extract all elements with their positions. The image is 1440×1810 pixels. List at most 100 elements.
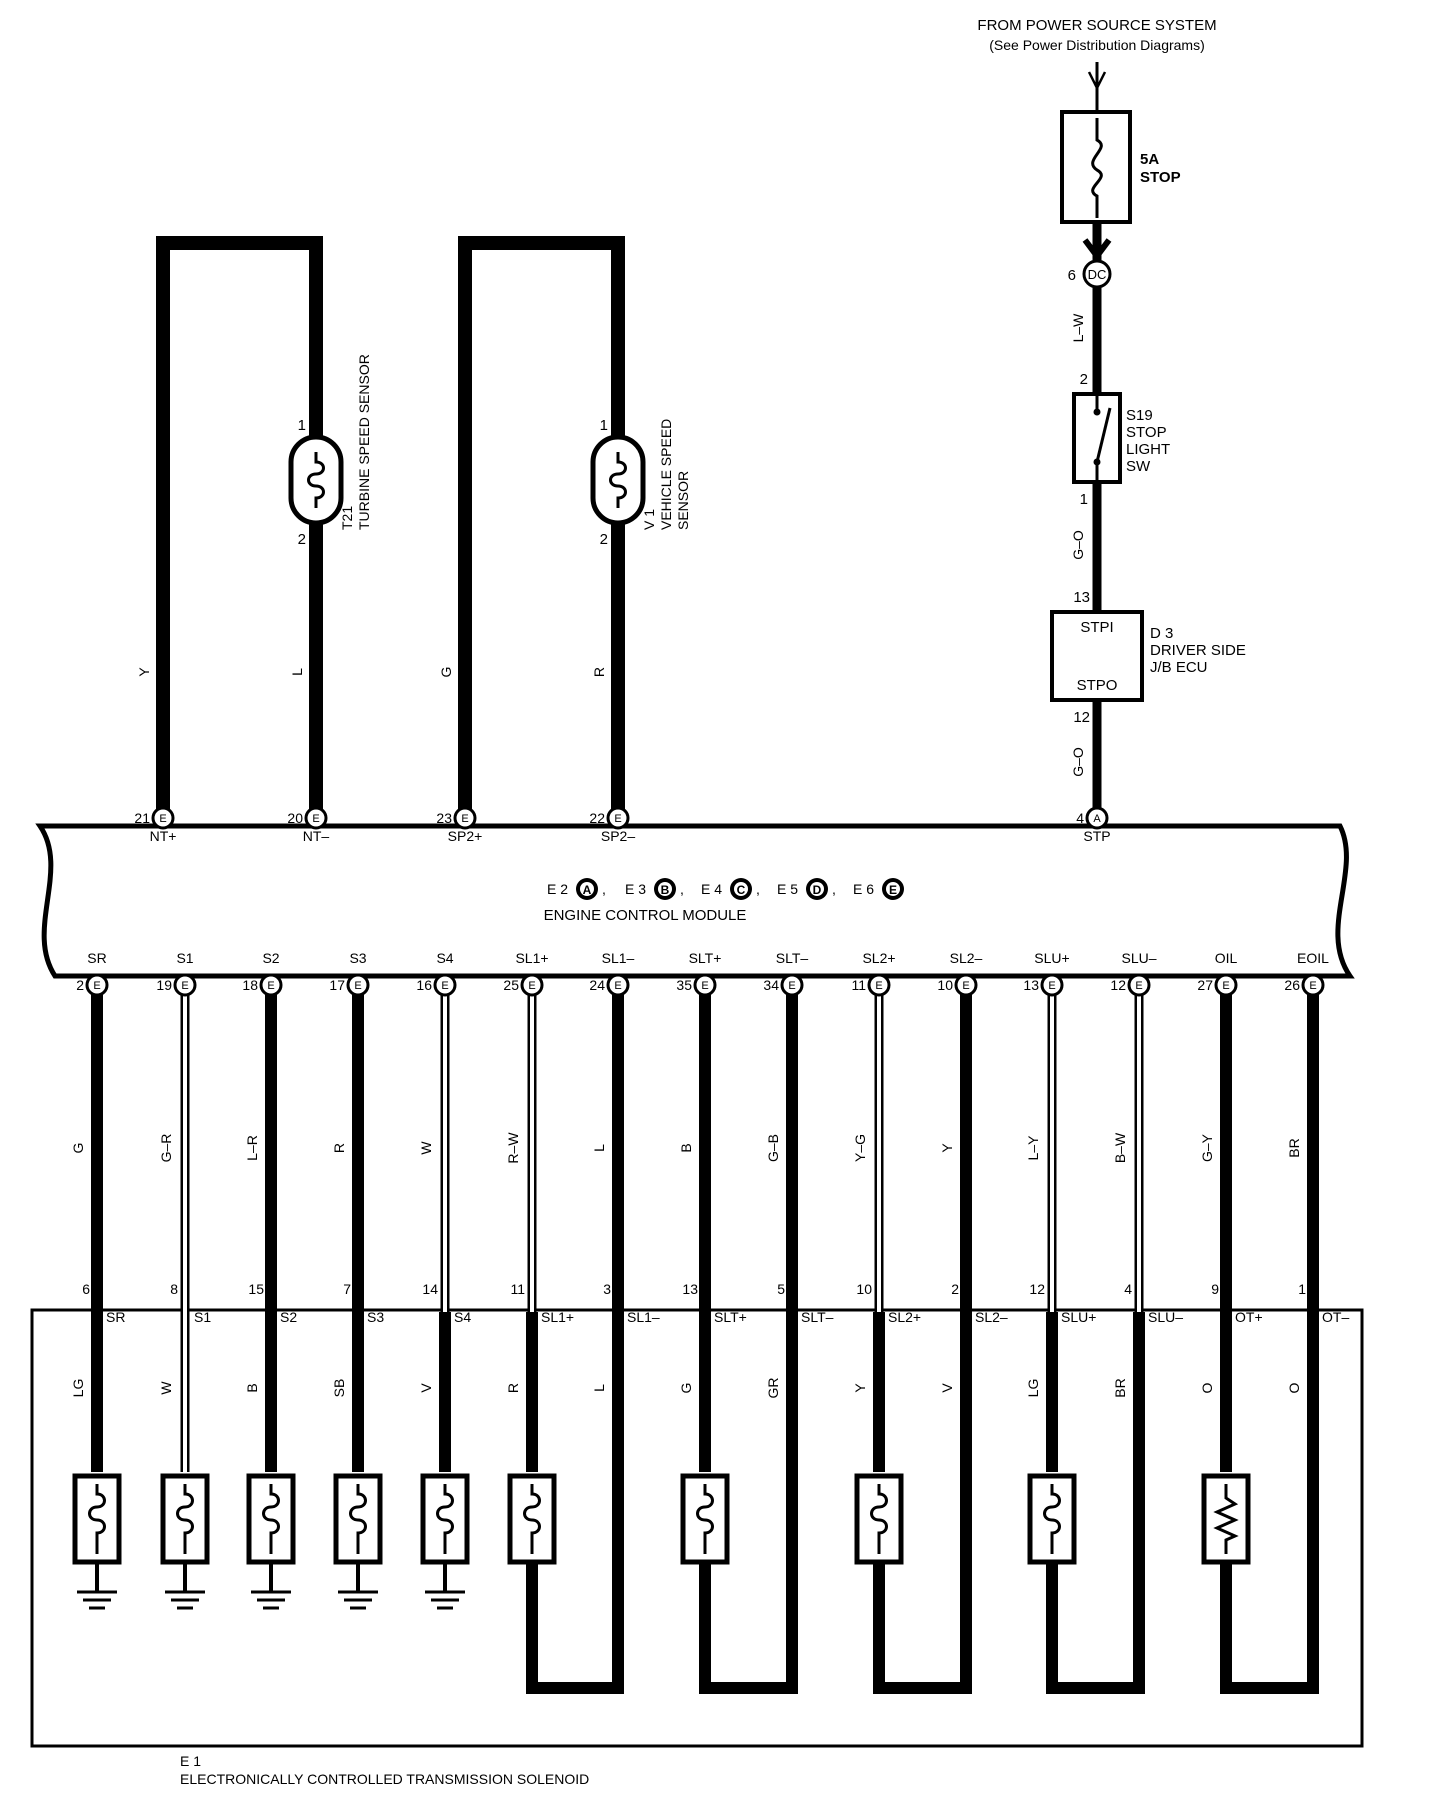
solenoid-pin-number: 2 — [951, 1281, 959, 1297]
switch-id: S19 — [1126, 407, 1153, 424]
solenoid-pin-label: S3 — [367, 1309, 384, 1325]
pin-signal: SP2– — [601, 828, 635, 844]
pin-connector-letter: E — [1309, 980, 1316, 992]
wire-color: W — [158, 1381, 174, 1395]
pin-signal: OIL — [1215, 950, 1238, 966]
wire-color: G–R — [158, 1134, 174, 1163]
wire-color: BR — [1286, 1138, 1302, 1157]
fuse-rating: 5A — [1140, 151, 1159, 168]
pin-connector-icon — [85, 973, 109, 997]
pin-signal: SLT– — [776, 950, 809, 966]
jb-ecu-out-label: STPO — [1077, 677, 1118, 694]
pin-connector-icon — [1301, 973, 1325, 997]
solenoid-pin-number: 12 — [1029, 1281, 1045, 1297]
pin-number: 20 — [287, 810, 303, 826]
pin-connector-letter: E — [461, 813, 468, 825]
wire-color: L–R — [244, 1135, 260, 1161]
wire-color: L — [289, 668, 305, 676]
source-label: FROM POWER SOURCE SYSTEM — [977, 17, 1216, 34]
solenoid-pin-number: 14 — [422, 1281, 438, 1297]
ecm-connector-letter: C — [737, 883, 746, 897]
solenoid-pin-label: S4 — [454, 1309, 471, 1325]
source-sublabel: (See Power Distribution Diagrams) — [989, 37, 1205, 53]
pin-connector-icon — [151, 806, 175, 830]
svg-text:,: , — [832, 881, 836, 897]
pin-connector-letter: E — [441, 980, 448, 992]
sensor-coil-icon — [609, 452, 627, 508]
switch-name-1: STOP — [1126, 424, 1167, 441]
pin-signal: SL2+ — [862, 950, 895, 966]
turbine-sensor-loop — [156, 236, 323, 818]
pin-connector-icon — [433, 973, 457, 997]
switch-name-3: SW — [1126, 458, 1151, 475]
wire-color: O — [1286, 1382, 1302, 1393]
wire-color: L — [591, 1144, 607, 1152]
solenoid-pin-number: 8 — [170, 1281, 178, 1297]
pin-signal: SLU+ — [1034, 950, 1069, 966]
solenoid-pin-label: SLT+ — [714, 1309, 747, 1325]
resistor-icon — [1213, 1484, 1239, 1554]
pin-signal: STP — [1083, 828, 1110, 844]
pin-signal: S3 — [349, 950, 366, 966]
pin-number: 17 — [329, 977, 345, 993]
pin-connector-letter: E — [181, 980, 188, 992]
pin-number: 24 — [589, 977, 605, 993]
pin-number: 12 — [1110, 977, 1126, 993]
wire-color: R — [591, 667, 607, 677]
pin-connector-icon — [346, 973, 370, 997]
solenoid-pin-label: SLT– — [801, 1309, 834, 1325]
wire-color: G — [678, 1383, 694, 1394]
pin-connector-letter: E — [1222, 980, 1229, 992]
solenoid-pin-number: 15 — [248, 1281, 264, 1297]
solenoid-pin-number: 9 — [1211, 1281, 1219, 1297]
wire-color: G–O — [1070, 747, 1086, 777]
solenoid-pin-label: OT– — [1322, 1309, 1349, 1325]
jb-ecu-name-2: J/B ECU — [1150, 659, 1208, 676]
ecm-connector-letter: D — [813, 883, 822, 897]
wire-color: Y — [852, 1383, 868, 1393]
pin-signal: SLU– — [1121, 950, 1156, 966]
pin-number: 23 — [436, 810, 452, 826]
pin-signal: S1 — [176, 950, 193, 966]
pin-signal: SL1– — [602, 950, 635, 966]
wire-color: Y — [136, 667, 152, 677]
pin-connector-letter: E — [1135, 980, 1142, 992]
ground-icon — [338, 1590, 378, 1610]
pin-connector-icon — [867, 973, 891, 997]
pin-signal: S4 — [436, 950, 453, 966]
wire-color: B — [244, 1383, 260, 1392]
pin-number: 11 — [851, 977, 866, 993]
pin-signal: EOIL — [1297, 950, 1329, 966]
solenoid-pin-label: SR — [106, 1309, 125, 1325]
vehicle-speed-sensor — [590, 434, 646, 526]
wire-color: Y — [939, 1143, 955, 1153]
solenoid-pin-number: 5 — [777, 1281, 785, 1297]
wire-color: L–Y — [1025, 1135, 1041, 1161]
pin-number: 16 — [416, 977, 432, 993]
turbine-speed-sensor — [288, 434, 344, 526]
pin-connector-letter: E — [614, 813, 621, 825]
pin-connector-letter: E — [1048, 980, 1055, 992]
wire-color: SB — [331, 1379, 347, 1398]
solenoid-pin-label: SL2+ — [888, 1309, 921, 1325]
fuse-name: STOP — [1140, 169, 1181, 186]
pin-signal: S2 — [262, 950, 279, 966]
pin-number: 2 — [76, 977, 84, 993]
wire-color: W — [418, 1141, 434, 1155]
pin-connector-icon — [780, 973, 804, 997]
vehicle-sensor-name-2: SENSOR — [675, 471, 691, 530]
turbine-pin1: 1 — [298, 417, 306, 434]
pin-connector-icon — [954, 973, 978, 997]
pin-connector-icon — [1040, 973, 1064, 997]
wire-color: BR — [1112, 1378, 1128, 1397]
ecm-bottom-columns: SRE2G6SRLGS1E19G–R8S1WS2E18L–R15S2BS3E17… — [70, 950, 1349, 1694]
pin-signal: SR — [87, 950, 106, 966]
ground-icon — [425, 1590, 465, 1610]
coil-icon — [870, 1484, 888, 1554]
vehicle-sensor-name-1: VEHICLE SPEED — [658, 419, 674, 530]
